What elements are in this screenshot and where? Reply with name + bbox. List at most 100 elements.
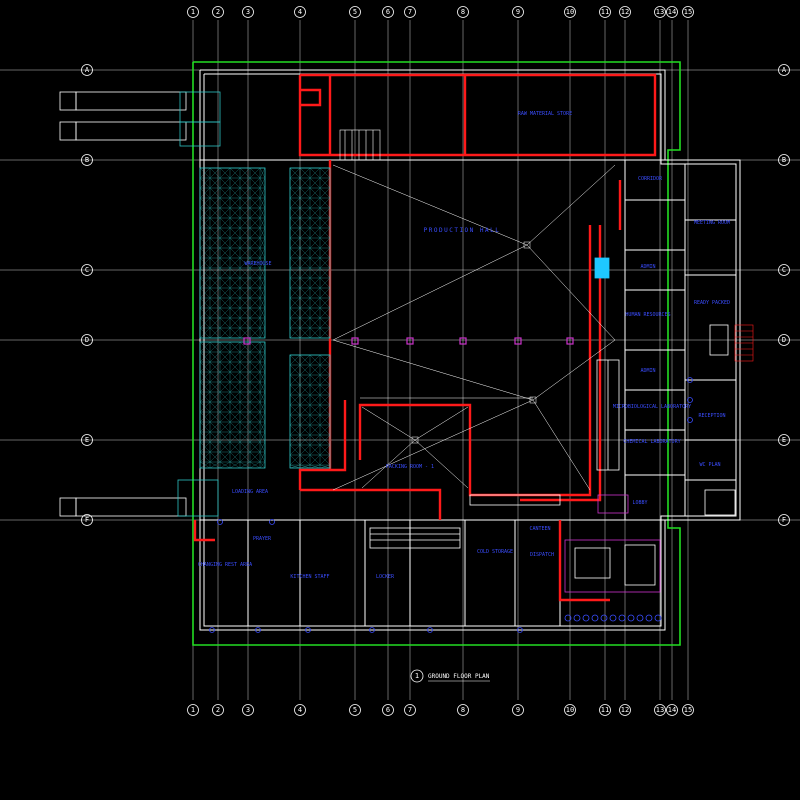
wc-fixture bbox=[636, 614, 644, 622]
grid-bubble-col bbox=[457, 6, 469, 18]
grid-bubble-col bbox=[512, 6, 524, 18]
trucks bbox=[59, 91, 221, 517]
grid-bubble-row-label: D bbox=[85, 336, 89, 344]
roof-diagonals bbox=[332, 164, 616, 491]
grid-bubble-col-label: 3 bbox=[246, 706, 250, 714]
room-label-admin-1: ADMIN bbox=[640, 264, 655, 270]
wc-fixture bbox=[627, 614, 635, 622]
grid-bubble-col-label: 13 bbox=[656, 8, 664, 16]
room-label-reception: RECEPTION bbox=[698, 413, 725, 419]
grid-bubble-row bbox=[81, 64, 93, 76]
wc-fixture bbox=[582, 614, 590, 622]
grid-bubble-col bbox=[242, 704, 254, 716]
room-label-loading-area: LOADING AREA bbox=[232, 489, 268, 495]
drawing-title: GROUND FLOOR PLAN bbox=[428, 673, 490, 680]
grid-bubble-col-label: 7 bbox=[408, 706, 412, 714]
grid-bubble-row bbox=[778, 334, 790, 346]
room-label-kitchen-staff: KITCHEN STAFF bbox=[290, 574, 329, 580]
grid-bubble-col bbox=[654, 704, 666, 716]
fixture bbox=[687, 397, 693, 403]
grid-bubble-row bbox=[81, 264, 93, 276]
grid-bubble-row-label: C bbox=[782, 266, 786, 274]
wc-fixture bbox=[591, 614, 599, 622]
grid-bubble-col-label: 1 bbox=[191, 8, 195, 16]
truck-1-cab bbox=[59, 91, 77, 111]
grid-bubble-row bbox=[778, 64, 790, 76]
grid-bubble-row-label: A bbox=[782, 66, 787, 74]
fixture bbox=[517, 627, 523, 633]
grid-bubble-col bbox=[666, 704, 678, 716]
room-label-corridor: CORRIDOR bbox=[638, 176, 663, 182]
room-label-packing-room: PACKING ROOM - 1 bbox=[386, 464, 434, 470]
fixture bbox=[269, 519, 275, 525]
grid-bubble-col bbox=[294, 6, 306, 18]
grid-bubble-col-label: 12 bbox=[621, 706, 629, 714]
grid-bubble-col bbox=[349, 704, 361, 716]
title-bubble bbox=[410, 669, 424, 683]
grid-bubble-col bbox=[187, 6, 199, 18]
grid-bubble-col bbox=[599, 704, 611, 716]
grid-bubble-col-label: 8 bbox=[461, 8, 465, 16]
site-boundary bbox=[192, 61, 681, 646]
grid-bubble-col-label: 6 bbox=[386, 8, 390, 16]
building-outline bbox=[199, 69, 741, 631]
room-label-cold-storage: COLD STORAGE bbox=[477, 549, 513, 555]
truck-3-cab bbox=[59, 497, 77, 517]
fixture bbox=[209, 627, 215, 633]
column-markers bbox=[243, 337, 574, 345]
grid-bubble-col bbox=[682, 704, 694, 716]
grid-bubble-col-label: 4 bbox=[298, 706, 302, 714]
grid-bubble-col-label: 8 bbox=[461, 706, 465, 714]
equipment bbox=[369, 257, 736, 593]
grid-bubble-row-label: F bbox=[85, 516, 89, 524]
truck-2-cab bbox=[59, 121, 77, 141]
grid-bubble-row-label: A bbox=[85, 66, 90, 74]
column-marker bbox=[514, 337, 522, 345]
grid-bubble-col-label: 14 bbox=[668, 706, 676, 714]
grid-bubble-col bbox=[599, 6, 611, 18]
room-label-locker: LOCKER bbox=[376, 574, 395, 580]
wc-fixture bbox=[609, 614, 617, 622]
grid-bubble-row bbox=[778, 434, 790, 446]
grid-bubble-col bbox=[212, 704, 224, 716]
grid-bubble-row-label: C bbox=[85, 266, 89, 274]
column-marker bbox=[243, 337, 251, 345]
grid-bubble-col-label: 5 bbox=[353, 706, 357, 714]
sanitary-fixtures bbox=[209, 377, 693, 633]
grid-bubble-col bbox=[457, 704, 469, 716]
grid-bubble-col bbox=[294, 704, 306, 716]
grid-bubble-col-label: 5 bbox=[353, 8, 357, 16]
fixture bbox=[217, 519, 223, 525]
grid-bubble-col bbox=[242, 6, 254, 18]
grid-bubble-col-label: 9 bbox=[516, 8, 520, 16]
fixture bbox=[427, 627, 433, 633]
grid-bubble-row bbox=[81, 434, 93, 446]
fixture bbox=[687, 417, 693, 423]
grid-bubble-col bbox=[187, 704, 199, 716]
grid-bubble-col bbox=[382, 704, 394, 716]
grid-bubble-row bbox=[81, 514, 93, 526]
grid-bubble-col-label: 10 bbox=[566, 706, 574, 714]
grid-bubble-row bbox=[778, 514, 790, 526]
stairs bbox=[339, 129, 754, 362]
room-label-warehouse: WAREHOUSE bbox=[244, 261, 271, 267]
grid-bubble-col bbox=[212, 6, 224, 18]
fixture bbox=[369, 627, 375, 633]
grid-bubble-col-label: 15 bbox=[684, 8, 692, 16]
drawing-title-block: 1 GROUND FLOOR PLAN bbox=[410, 669, 490, 683]
grid-bubble-row bbox=[778, 154, 790, 166]
grid-bubble-row bbox=[81, 334, 93, 346]
title-number: 1 bbox=[415, 672, 419, 680]
grid-bubble-col bbox=[382, 6, 394, 18]
grid-bubble-col-label: 2 bbox=[216, 8, 220, 16]
room-label-raw-material-store: RAW MATERIAL STORE bbox=[518, 111, 572, 117]
grid-bubble-col bbox=[666, 6, 678, 18]
grid-bubble-row bbox=[778, 264, 790, 276]
grid-bubble-col bbox=[654, 6, 666, 18]
room-label-human-resources: HUMAN RESOURCES bbox=[625, 312, 670, 318]
warehouse-racking bbox=[199, 167, 331, 469]
grid-bubble-col bbox=[512, 704, 524, 716]
grid-bubble-col-label: 12 bbox=[621, 8, 629, 16]
